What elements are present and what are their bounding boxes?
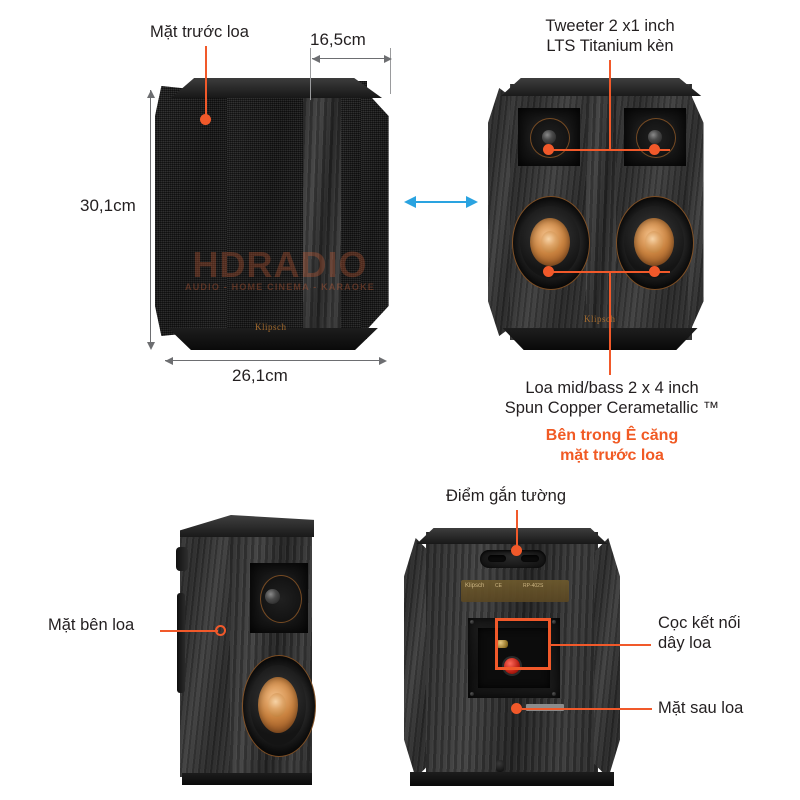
callout-binding-post-leader: [551, 644, 651, 646]
callout-midbass-label: Loa mid/bass 2 x 4 inch Spun Copper Cera…: [504, 379, 720, 417]
callout-binding-post-label: Cọc kết nối dây loa: [658, 614, 741, 652]
rear-serial-sticker: [526, 704, 564, 711]
rear-spec-model: RP-402S: [523, 583, 544, 589]
dimension-left-arrowheads: [147, 90, 155, 350]
tweeter-dome-right: [648, 130, 662, 144]
callout-front-face-leader: [205, 46, 207, 118]
side-top-cap: [180, 515, 314, 537]
cabinet-bottom-shadow: [168, 328, 378, 350]
side-rear-rail: [177, 593, 185, 693]
grille-left-panel: [155, 86, 235, 336]
tweeter-dome-left: [542, 130, 556, 144]
cup-screw-bl: [470, 692, 474, 696]
speaker-rear-view: Klipsch CE RP-402S: [404, 528, 620, 786]
rear-right-bevel: [594, 538, 620, 778]
callout-tweeter-dot-right: [649, 144, 660, 155]
view-compare-arrowheads: [404, 196, 478, 208]
dimension-width-bottom-text: 26,1cm: [232, 366, 288, 385]
speaker-front-open-view: Klipsch: [488, 78, 713, 350]
rear-spec-marks: CE: [495, 583, 502, 589]
speaker-front-grille-view: Klipsch: [155, 78, 390, 350]
grille-right-panel: [361, 86, 389, 336]
side-rear-terminal-bump: [176, 547, 188, 571]
dimension-width-top-text: 16,5cm: [310, 30, 366, 49]
callout-tweeter-bridge: [548, 149, 670, 151]
grille-center-left-panel: [227, 81, 305, 339]
side-tweeter-dome: [265, 589, 280, 604]
callout-rear-face-label: Mặt sau loa: [658, 699, 744, 717]
callout-side-face-label: Mặt bên loa: [48, 616, 135, 634]
callout-tweeter-dot-left: [543, 144, 554, 155]
wall-mount-keyhole-plate: [480, 550, 546, 568]
binding-post-red: [504, 658, 520, 674]
callout-front-face-label: Mặt trước loa: [150, 23, 249, 41]
callout-side-face-dot: [215, 625, 226, 636]
speaker-side-view: [176, 515, 320, 785]
side-bottom-shadow: [182, 773, 312, 785]
brand-mark-front: Klipsch: [255, 322, 287, 332]
callout-wall-mount-dot: [511, 545, 522, 556]
callout-midbass-dot-right: [649, 266, 660, 277]
callout-wall-mount-leader: [516, 510, 518, 550]
callout-tweeter-stem: [609, 60, 611, 150]
dimension-top-arrowheads: [312, 55, 392, 63]
cup-screw-tr: [552, 620, 556, 624]
dimension-top-ext-right: [390, 48, 391, 94]
rear-spec-label: Klipsch CE RP-402S: [461, 580, 569, 602]
rear-top-cap: [416, 528, 608, 544]
rear-lower-mount-screw: [496, 760, 504, 772]
center-wood-column: [303, 80, 343, 340]
brand-mark-open: Klipsch: [584, 314, 616, 324]
binding-post-gold: [496, 640, 508, 648]
dimension-left-line: [150, 90, 151, 348]
callout-midbass-dot-left: [543, 266, 554, 277]
callout-tweeter-label: Tweeter 2 x1 inch LTS Titanium kèn: [545, 17, 675, 55]
woofer-right-dustcap: [645, 231, 663, 253]
open-bottom-shadow: [502, 328, 698, 350]
callout-grille-note: Bên trong Ê căng mặt trước loa: [545, 427, 679, 464]
dimension-top-ext-left: [310, 48, 311, 100]
side-woofer-dustcap: [268, 693, 286, 717]
open-right-bevel-panel: [688, 88, 704, 336]
open-top-cap: [501, 78, 702, 96]
wall-mount-slot-right: [521, 555, 539, 562]
rear-bottom-shadow: [410, 772, 614, 786]
cup-screw-br: [552, 692, 556, 696]
rear-left-bevel: [404, 538, 430, 778]
dimension-top-line: [312, 58, 390, 59]
callout-rear-face-dot: [511, 703, 522, 714]
dimension-bottom-line: [165, 360, 385, 361]
dimension-bottom-arrowheads: [165, 357, 387, 365]
view-compare-arrow-line: [410, 201, 470, 203]
callout-midbass-stem: [609, 271, 611, 375]
callout-rear-face-leader: [522, 708, 652, 710]
dimension-height-left-text: 30,1cm: [80, 196, 136, 215]
callout-front-face-dot: [200, 114, 211, 125]
rear-spec-brand: Klipsch: [465, 583, 485, 589]
callout-side-face-leader: [160, 630, 218, 632]
woofer-left-dustcap: [541, 231, 559, 253]
callout-wall-mount-label: Điểm gắn tường: [446, 487, 567, 505]
binding-post-highlight-box: [495, 618, 551, 670]
cup-screw-tl: [470, 620, 474, 624]
open-center-column: [586, 82, 618, 340]
side-narrow-panel: [180, 531, 232, 777]
cabinet-top-cap: [170, 78, 383, 98]
wall-mount-slot-left: [488, 555, 506, 562]
